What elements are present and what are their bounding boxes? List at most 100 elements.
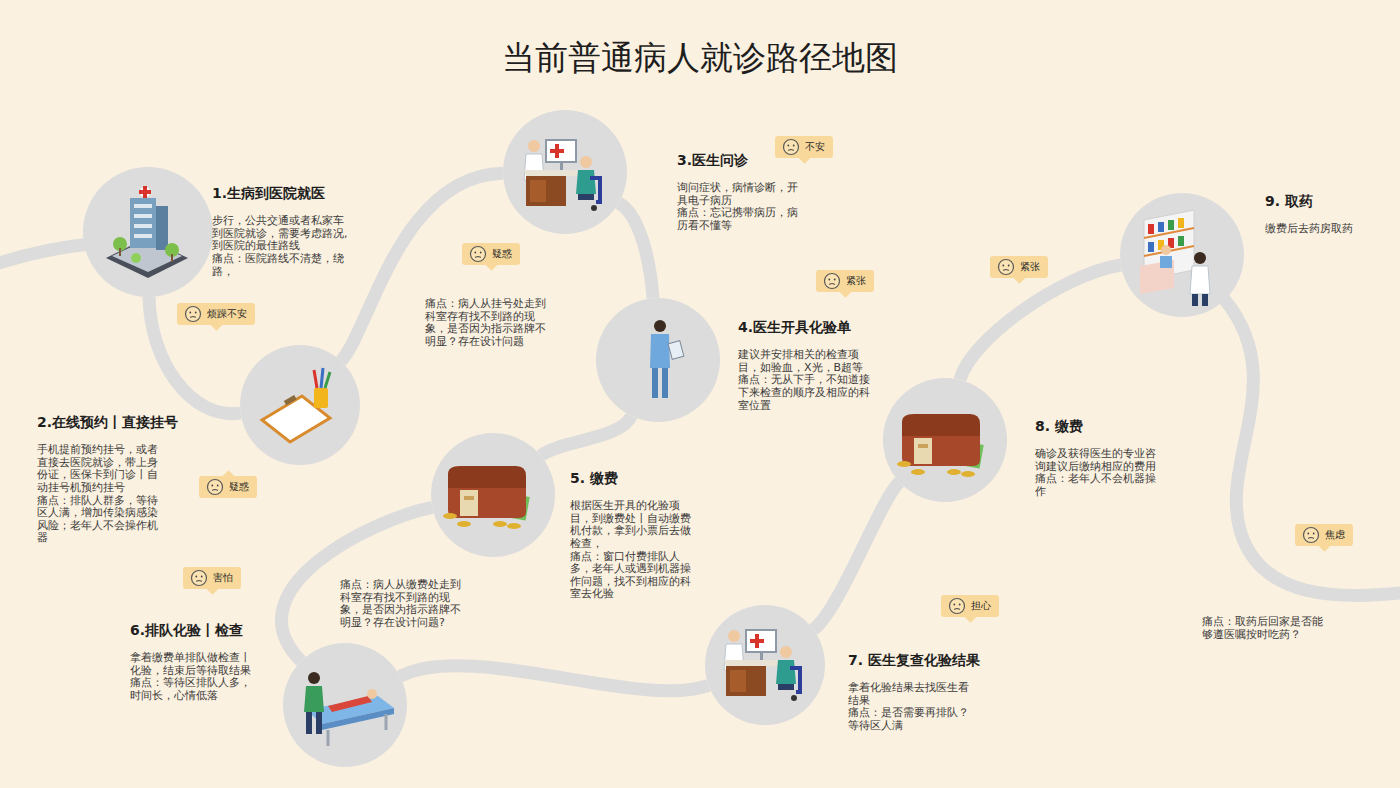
step-description: 拿着缴费单排队做检查丨化验，结束后等待取结果 <box>130 652 255 677</box>
step-description: 建议并安排相关的检查项目，如验血，X光，B超等 <box>738 349 870 374</box>
emotion-bubble: 疑惑 <box>462 243 520 265</box>
emotion-bubble: 害怕 <box>183 567 241 589</box>
bubble-tail <box>210 318 223 331</box>
emotion-bubble: 紧张 <box>990 256 1048 278</box>
road-end <box>1225 300 1400 596</box>
emotion-bubble: 烦躁不安 <box>177 303 255 325</box>
step-text: 9. 取药缴费后去药房取药 <box>1265 193 1385 236</box>
step-description: 缴费后去药房取药 <box>1265 223 1385 236</box>
bubble-tail <box>964 610 977 623</box>
wallet-icon <box>443 466 530 529</box>
step-heading: 7. 医生复查化验结果 <box>848 652 978 670</box>
bubble-tail <box>839 285 852 298</box>
exam-bed-icon <box>304 672 394 746</box>
emotion-face <box>184 305 202 323</box>
step-circle: 2.在线预约丨直接挂号手机提前预约挂号，或者直接去医院就诊，带上身份证，医保卡到… <box>240 345 360 465</box>
emotion-text: 紧张 <box>846 275 866 286</box>
road-start <box>0 244 90 266</box>
emotion-bubble: 不安 <box>775 136 833 158</box>
pain-point: 痛点：无从下手，不知道接下来检查的顺序及相应的科室位置 <box>738 374 870 412</box>
emotion-text: 烦躁不安 <box>207 308 247 319</box>
step-heading: 8. 缴费 <box>1035 418 1165 436</box>
step-heading: 2.在线预约丨直接挂号 <box>37 414 165 432</box>
emotion-bubble: 担心 <box>941 595 999 617</box>
emotion-text: 疑惑 <box>492 248 512 259</box>
step-text: 2.在线预约丨直接挂号手机提前预约挂号，或者直接去医院就诊，带上身份证，医保卡到… <box>37 414 165 545</box>
bubble-tail <box>1013 271 1026 284</box>
emotion-face <box>948 597 966 615</box>
emotion-bubble: 疑惑 <box>199 476 257 498</box>
pain-point: 痛点：老年人不会机器操作 <box>1035 473 1165 498</box>
step-heading: 3.医生问诊 <box>677 152 802 170</box>
pain-point: 痛点：窗口付费排队人多，老年人或遇到机器操作问题，找不到相应的科室去化验 <box>570 551 698 602</box>
emotion-text: 担心 <box>971 600 991 611</box>
emotion-text: 不安 <box>805 141 825 152</box>
step-heading: 6.排队化验丨检查 <box>130 622 255 640</box>
step-heading: 9. 取药 <box>1265 193 1385 211</box>
step-circle: 7. 医生复查化验结果拿着化验结果去找医生看结果痛点：是否需要再排队？等待区人满 <box>705 605 825 725</box>
emotion-text: 害怕 <box>213 572 233 583</box>
step-circle: 3.医生问诊询问症状，病情诊断，开具电子病历痛点：忘记携带病历，病历看不懂等 <box>503 110 627 234</box>
pain-point: 痛点：医院路线不清楚，绕路， <box>212 253 350 278</box>
step-text: 5. 缴费根据医生开具的化验项目，到缴费处丨自动缴费机付款，拿到小票后去做检查，… <box>570 470 698 601</box>
emotion-text: 疑惑 <box>229 481 249 492</box>
pain-point: 痛点：等待区排队人多，时间长，心情低落 <box>130 677 255 702</box>
step-circle: 6.排队化验丨检查拿着缴费单排队做检查丨化验，结束后等待取结果痛点：等待区排队人… <box>283 643 407 767</box>
road-connector <box>541 416 631 456</box>
doctor-desk-icon <box>724 630 800 701</box>
step-description: 询问症状，病情诊断，开具电子病历 <box>677 182 802 207</box>
doctor-desk-icon <box>524 140 600 211</box>
step-heading: 4.医生开具化验单 <box>738 319 870 337</box>
bubble-tail <box>222 470 235 483</box>
step-circle-fill <box>83 110 1244 767</box>
step-description: 确诊及获得医生的专业咨询建议后缴纳相应的费用 <box>1035 448 1165 473</box>
bubble-tail <box>206 582 219 595</box>
pain-point: 痛点：是否需要再排队？等待区人满 <box>848 707 978 732</box>
bubble-tail <box>1318 539 1331 552</box>
pain-point: 痛点：忘记携带病历，病历看不懂等 <box>677 207 802 232</box>
pain-point-note: 痛点：病人从缴费处走到科室存有找不到路的现象，是否因为指示路牌不明显？存在设计问… <box>340 579 468 630</box>
diagram-title: 当前普通病人就诊路径地图 <box>0 36 1400 81</box>
emotion-face <box>469 245 487 263</box>
emotion-bubble: 紧张 <box>816 270 874 292</box>
step-circle: 1.生病到医院就医步行，公共交通或者私家车到医院就诊，需要考虑路况,到医院的最佳… <box>83 167 213 297</box>
road-connector <box>813 482 899 629</box>
step-circle: 8. 缴费确诊及获得医生的专业咨询建议后缴纳相应的费用痛点：老年人不会机器操作 <box>883 378 1007 502</box>
step-circle: 5. 缴费根据医生开具的化验项目，到缴费处丨自动缴费机付款，拿到小票后去做检查，… <box>431 433 555 557</box>
step-description: 手机提前预约挂号，或者直接去医院就诊，带上身份证，医保卡到门诊丨自动挂号机预约挂… <box>37 444 165 495</box>
emotion-face <box>206 478 224 496</box>
bubble-tail <box>798 151 811 164</box>
emotion-face <box>1302 526 1320 544</box>
step-text: 3.医生问诊询问症状，病情诊断，开具电子病历痛点：忘记携带病历，病历看不懂等 <box>677 152 802 233</box>
step-description: 步行，公共交通或者私家车到医院就诊，需要考虑路况,到医院的最佳路线 <box>212 215 350 253</box>
hospital-icon <box>106 186 188 278</box>
step-text: 8. 缴费确诊及获得医生的专业咨询建议后缴纳相应的费用痛点：老年人不会机器操作 <box>1035 418 1165 499</box>
pain-point: 痛点：排队人群多，等待区人满，增加传染病感染风险；老年人不会操作机器 <box>37 495 165 546</box>
step-heading: 5. 缴费 <box>570 470 698 488</box>
emotion-bubble: 焦虑 <box>1295 524 1353 546</box>
step-description: 拿着化验结果去找医生看结果 <box>848 682 978 707</box>
step-text: 6.排队化验丨检查拿着缴费单排队做检查丨化验，结束后等待取结果痛点：等待区排队人… <box>130 622 255 703</box>
step-text: 7. 医生复查化验结果拿着化验结果去找医生看结果痛点：是否需要再排队？等待区人满 <box>848 652 978 733</box>
step-heading: 1.生病到医院就医 <box>212 185 350 203</box>
bubble-tail <box>485 258 498 271</box>
emotion-face <box>997 258 1015 276</box>
road-connector <box>619 203 653 298</box>
emotion-text: 焦虑 <box>1325 529 1345 540</box>
step-circle: 4.医生开具化验单建议并安排相关的检查项目，如验血，X光，B超等痛点：无从下手，… <box>596 298 720 422</box>
pain-point-note: 痛点：病人从挂号处走到科室存有找不到路的现象，是否因为指示路牌不明显？存在设计问… <box>425 298 553 349</box>
pain-point-note: 痛点：取药后回家是否能够遵医嘱按时吃药？ <box>1202 616 1332 641</box>
wallet-icon <box>897 414 984 477</box>
step-text: 1.生病到医院就医步行，公共交通或者私家车到医院就诊，需要考虑路况,到医院的最佳… <box>212 185 350 278</box>
road-connector <box>400 666 709 691</box>
emotion-face <box>190 569 208 587</box>
road-connector <box>960 265 1121 380</box>
clipboard-icon <box>262 368 330 442</box>
step-description: 根据医生开具的化验项目，到缴费处丨自动缴费机付款，拿到小票后去做检查， <box>570 500 698 551</box>
emotion-text: 紧张 <box>1020 261 1040 272</box>
step-circle: 9. 取药缴费后去药房取药 <box>1120 193 1244 317</box>
pharmacy-icon <box>1140 210 1210 306</box>
emotion-face <box>823 272 841 290</box>
step-text: 4.医生开具化验单建议并安排相关的检查项目，如验血，X光，B超等痛点：无从下手，… <box>738 319 870 412</box>
doctor-standing-icon <box>650 320 684 398</box>
